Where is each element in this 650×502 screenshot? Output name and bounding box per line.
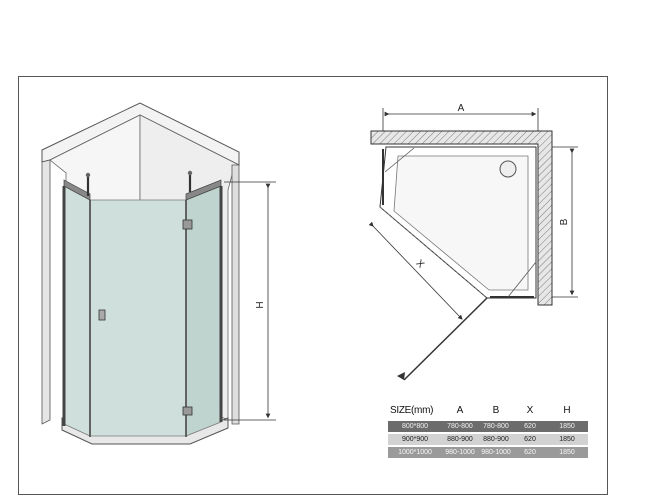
- plan-drain: [499, 160, 517, 178]
- door-swing: [403, 297, 488, 381]
- bottom-hinge: [182, 406, 193, 416]
- header-b: B: [492, 404, 500, 416]
- support-bar-right: [507, 261, 537, 298]
- size-table-header: SIZE(mm) A B X H: [388, 401, 588, 419]
- header-x: X: [526, 404, 534, 416]
- cell-size: 1000*1000: [398, 449, 432, 456]
- door-handle: [98, 309, 106, 321]
- depth-b-label: B: [559, 218, 570, 225]
- cell-x: 620: [524, 449, 536, 456]
- cell-size: 900*900: [401, 436, 429, 443]
- header-size: SIZE(mm): [390, 404, 434, 416]
- cell-size: 800*800: [401, 423, 429, 430]
- cell-b: 980-1000: [481, 449, 511, 456]
- top-hinge: [182, 219, 193, 230]
- table-row: 800*800 780-800 780-800 620 1850: [388, 421, 588, 432]
- cell-a: 880-900: [447, 436, 473, 443]
- drawing-frame: [18, 76, 608, 495]
- header-h: H: [563, 404, 571, 416]
- cell-b: 880-900: [483, 436, 509, 443]
- shower-enclosure-3d: [41, 102, 240, 445]
- diagonal-x-label: X: [414, 258, 427, 271]
- top-rail-right: [185, 179, 222, 201]
- top-rail-left: [63, 179, 91, 201]
- cell-h: 1850: [559, 449, 575, 456]
- left-fixed-glass: [63, 185, 91, 437]
- cell-b: 780-800: [483, 423, 509, 430]
- table-row: 900*900 880-900 880-900 620 1850: [388, 434, 588, 445]
- post-cap-right: [187, 170, 193, 176]
- header-a: A: [456, 404, 464, 416]
- cell-h: 1850: [559, 436, 575, 443]
- table-row: 1000*1000 980-1000 980-1000 620 1850: [388, 447, 588, 458]
- plan-view: A B X: [368, 103, 578, 381]
- cell-h: 1850: [559, 423, 575, 430]
- door-handle-plan: [397, 372, 405, 380]
- cell-a: 980-1000: [445, 449, 475, 456]
- left-wall-edge: [41, 159, 51, 425]
- wall-hatched: [370, 130, 553, 306]
- height-label: H: [255, 301, 266, 308]
- width-a-label: A: [458, 103, 465, 114]
- cell-x: 620: [524, 423, 536, 430]
- right-wall-edge: [231, 164, 240, 425]
- cell-a: 780-800: [447, 423, 473, 430]
- size-table: SIZE(mm) A B X H 800*800 780-800 780-800…: [388, 401, 588, 458]
- cell-x: 620: [524, 436, 536, 443]
- post-cap-left: [85, 172, 91, 178]
- height-dimension: H: [224, 181, 276, 421]
- support-bar-left: [384, 147, 415, 173]
